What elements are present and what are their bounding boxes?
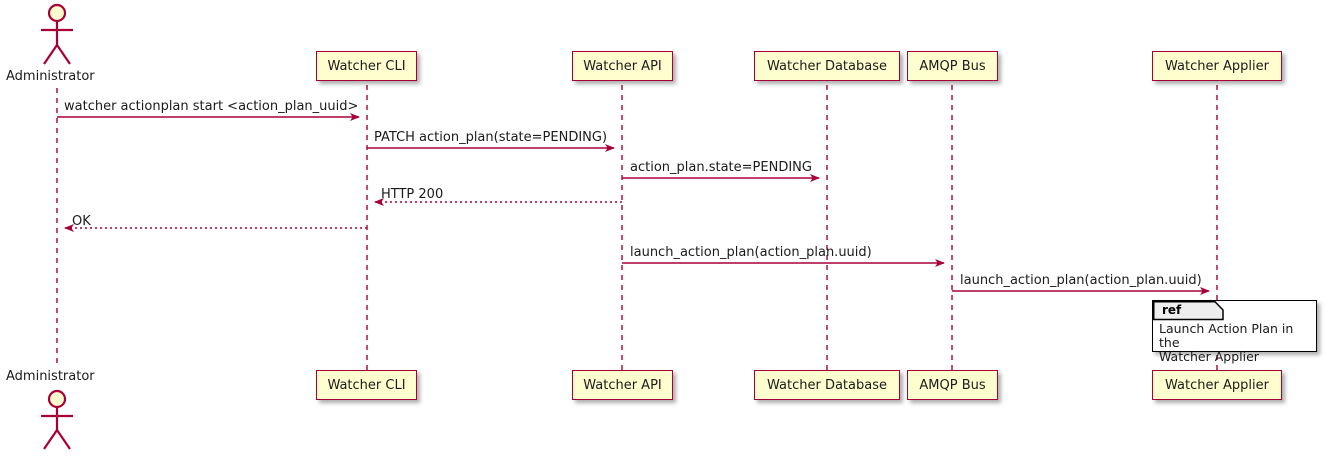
message-label-m1: watcher actionplan start <action_plan_uu… xyxy=(64,99,359,114)
ref-keyword-label: ref xyxy=(1162,303,1182,317)
participant-box-watcher-applier-top[interactable]: Watcher Applier xyxy=(1152,51,1282,81)
message-label-m3: action_plan.state=PENDING xyxy=(630,160,812,175)
message-label-m5: OK xyxy=(72,214,91,229)
participant-box-watcher-database-top[interactable]: Watcher Database xyxy=(754,51,900,81)
message-label-m2: PATCH action_plan(state=PENDING) xyxy=(374,130,608,145)
participant-box-watcher-api-top[interactable]: Watcher API xyxy=(572,51,673,81)
message-label-m6: launch_action_plan(action_plan.uuid) xyxy=(630,245,872,260)
actor-administrator-bottom xyxy=(41,389,73,450)
message-label-m7: launch_action_plan(action_plan.uuid) xyxy=(960,273,1202,288)
ref-tab-shape xyxy=(1153,301,1224,321)
ref-fragment: ref Launch Action Plan in the Watcher Ap… xyxy=(1152,300,1317,364)
participant-box-watcher-database-bottom[interactable]: Watcher Database xyxy=(754,370,900,400)
ref-fragment-text: Launch Action Plan in the Watcher Applie… xyxy=(1159,321,1294,364)
actor-administrator-top xyxy=(41,3,73,65)
message-label-m4: HTTP 200 xyxy=(381,187,444,202)
participant-box-watcher-cli-top[interactable]: Watcher CLI xyxy=(316,51,417,81)
message-arrows xyxy=(57,113,1210,295)
participant-box-watcher-cli-bottom[interactable]: Watcher CLI xyxy=(316,370,417,400)
participant-box-amqp-bus-top[interactable]: AMQP Bus xyxy=(907,51,998,81)
participant-box-watcher-applier-bottom[interactable]: Watcher Applier xyxy=(1152,370,1282,400)
participant-box-amqp-bus-bottom[interactable]: AMQP Bus xyxy=(907,370,998,400)
actor-label-administrator-bottom: Administrator xyxy=(6,369,95,384)
participant-box-watcher-api-bottom[interactable]: Watcher API xyxy=(572,370,673,400)
actor-label-administrator-top: Administrator xyxy=(6,69,95,84)
